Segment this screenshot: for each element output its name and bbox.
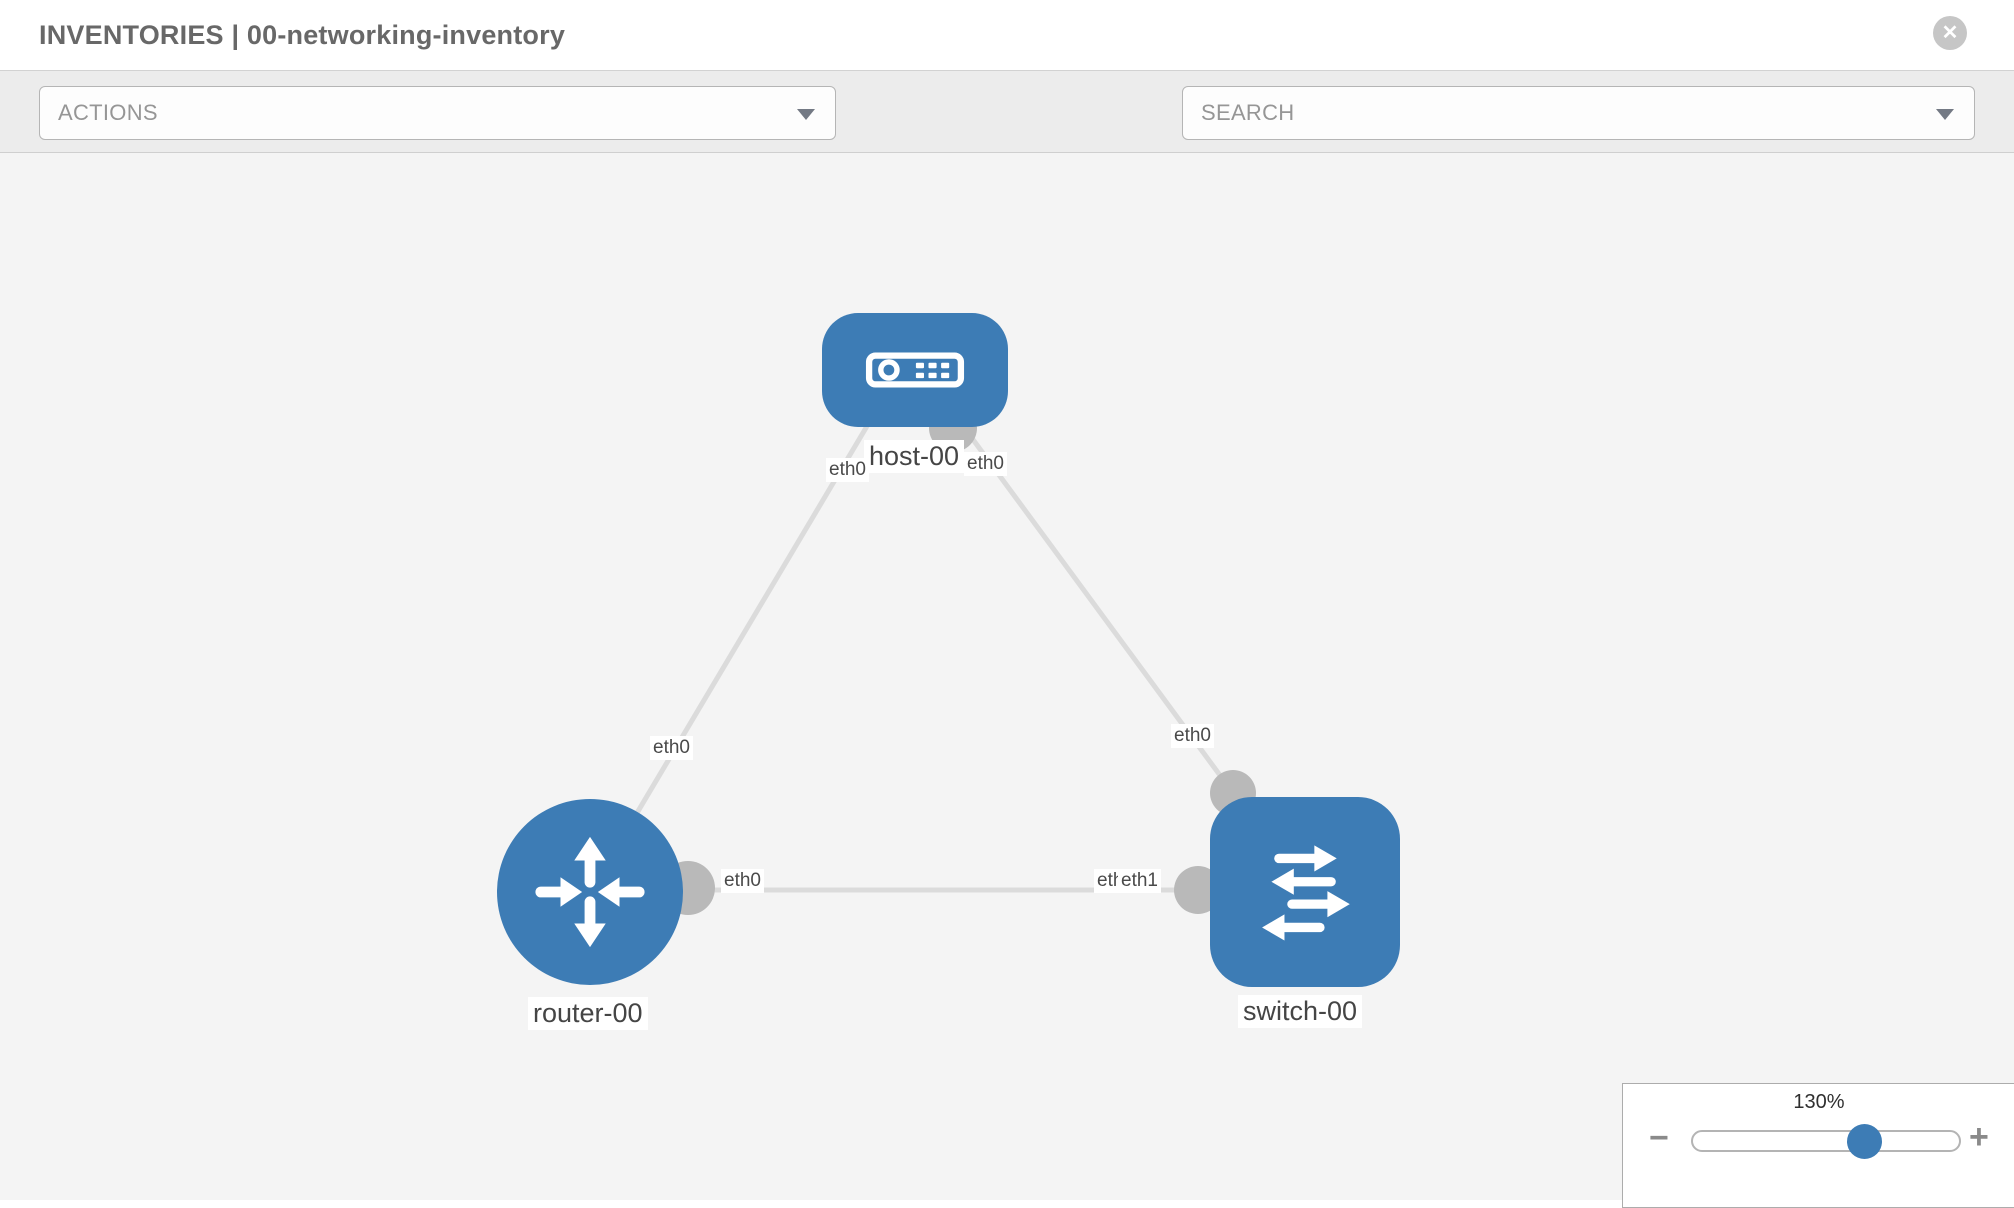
actions-dropdown-label: ACTIONS <box>58 100 158 125</box>
interface-label: eth0 <box>650 736 693 760</box>
interface-label: eth0 <box>964 452 1007 476</box>
router-icon <box>535 836 645 948</box>
interface-label: eth0 <box>1171 724 1214 748</box>
search-placeholder: SEARCH <box>1201 100 1295 125</box>
zoom-slider-thumb[interactable] <box>1847 1124 1882 1159</box>
node-switch-00[interactable] <box>1210 797 1400 987</box>
zoom-panel: 130% − + <box>1622 1083 2014 1208</box>
interface-label: eth1 <box>1118 869 1161 893</box>
page-title: INVENTORIES | 00-networking-inventory <box>39 20 566 50</box>
chevron-down-icon <box>1936 109 1954 120</box>
zoom-in-button[interactable]: + <box>1969 1120 1989 1154</box>
node-router-00[interactable] <box>497 799 683 985</box>
topology-edges-layer <box>587 404 1256 915</box>
search-dropdown[interactable]: SEARCH <box>1182 86 1975 140</box>
actions-dropdown[interactable]: ACTIONS <box>39 86 836 140</box>
node-host-00[interactable] <box>822 313 1008 427</box>
node-label-host-00: host-00 <box>864 440 965 473</box>
topology-canvas[interactable]: host-00 router-00 switch-00 eth0 eth0 et… <box>0 153 2014 1200</box>
toolbar: ACTIONS SEARCH <box>0 71 2014 206</box>
zoom-out-button[interactable]: − <box>1649 1121 1669 1155</box>
zoom-slider-track[interactable] <box>1691 1130 1961 1152</box>
close-icon: ✕ <box>1941 22 1959 44</box>
minus-icon: − <box>1649 1119 1669 1157</box>
header: INVENTORIES | 00-networking-inventory ✕ <box>0 0 2014 71</box>
interface-label: eth0 <box>721 869 764 893</box>
switch-icon <box>1262 845 1350 941</box>
zoom-level: 130% <box>1793 1091 1845 1113</box>
host-icon <box>865 352 965 388</box>
node-label-router-00: router-00 <box>528 997 648 1030</box>
interface-label: eth0 <box>826 458 869 482</box>
node-label-switch-00: switch-00 <box>1238 995 1363 1028</box>
close-button[interactable]: ✕ <box>1933 16 1967 50</box>
chevron-down-icon <box>797 109 815 120</box>
plus-icon: + <box>1969 1118 1989 1156</box>
